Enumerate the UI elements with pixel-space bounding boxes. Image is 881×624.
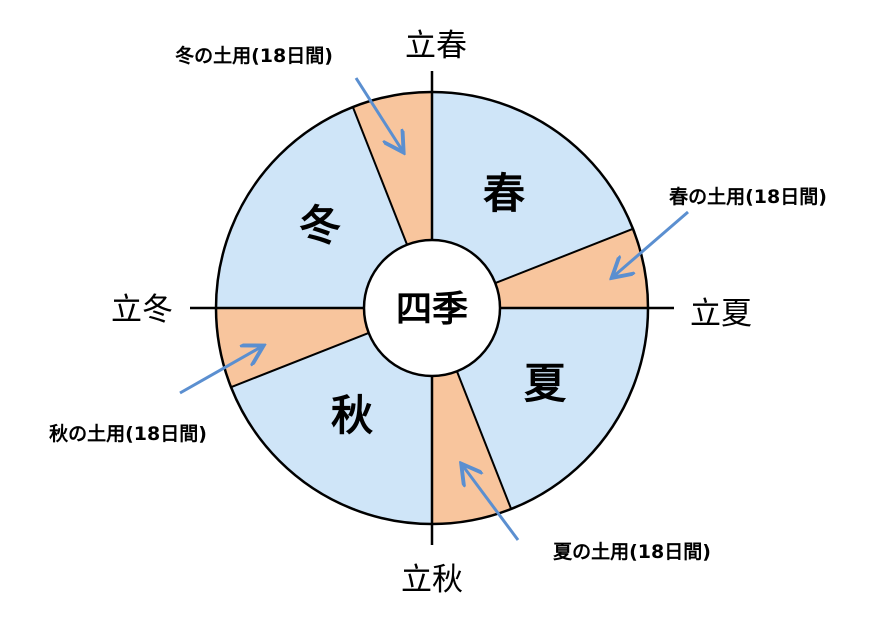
doyo-label-summer: 夏の土用(18日間) [553, 541, 711, 563]
season-sector-autumn [231, 308, 432, 524]
arrow-autumn-doyo [179, 347, 261, 395]
season-sector-summer [432, 308, 648, 509]
doyo-divider-summer [455, 370, 513, 510]
label-risshun: 立春 [405, 28, 467, 64]
label-risshu: 立秋 [401, 562, 463, 598]
season-sector-winter [216, 107, 432, 308]
center-circle [362, 238, 502, 378]
season-sector-spring [432, 92, 633, 308]
label-rikka: 立夏 [690, 296, 752, 332]
arrow-summer-doyo [463, 466, 520, 541]
doyo-label-winter: 冬の土用(18日間) [175, 44, 333, 67]
label-ritto: 立冬 [111, 292, 173, 328]
doyo-divider-autumn [230, 331, 370, 389]
season-summer: 夏 [524, 359, 567, 408]
season-spring: 春 [483, 169, 525, 218]
doyo-divider-winter [351, 106, 409, 246]
season-autumn: 秋 [331, 391, 373, 440]
doyo-divider-spring [494, 227, 634, 285]
arrow-winter-doyo [354, 77, 402, 150]
doyo-label-spring: 春の土用(18日間) [669, 185, 827, 208]
doyo-label-autumn: 秋の土用(18日間) [49, 422, 207, 445]
center-label: 四季 [396, 289, 468, 330]
wedges [216, 92, 648, 524]
arrow-spring-doyo [614, 210, 689, 276]
season-winter: 冬 [299, 201, 341, 250]
